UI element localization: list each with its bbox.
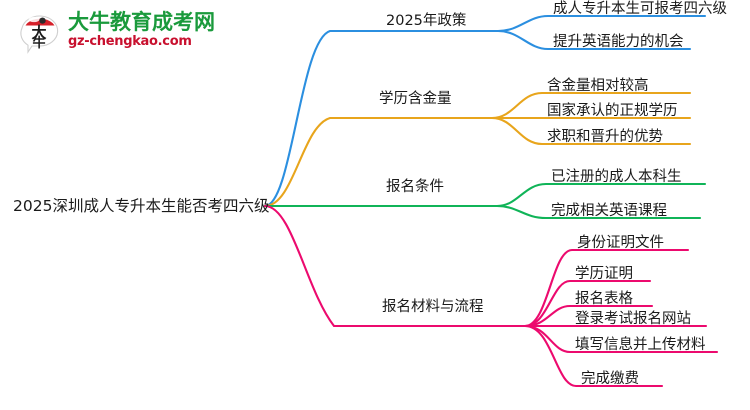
leaf-label-materials-4[interactable]: 登录考试报名网站 xyxy=(575,311,691,327)
branch-connector-materials xyxy=(263,204,719,388)
branch-label-materials-process[interactable]: 报名材料与流程 xyxy=(382,299,484,315)
logo-domain: gz-chengkao.com xyxy=(68,34,192,49)
branch-connector-policy xyxy=(263,14,707,208)
logo-text: 大牛教育成考网 gz-chengkao.com xyxy=(68,10,218,56)
mindmap-root-label[interactable]: 2025深圳成人专升本生能否考四六级 xyxy=(13,197,270,215)
leaf-label-materials-2[interactable]: 学历证明 xyxy=(575,266,633,282)
branch-label-policy[interactable]: 2025年政策 xyxy=(386,13,467,29)
leaf-label-value-3[interactable]: 求职和晋升的优势 xyxy=(547,129,663,145)
leaf-label-materials-3[interactable]: 报名表格 xyxy=(575,291,633,307)
leaf-label-materials-1[interactable]: 身份证明文件 xyxy=(577,235,664,251)
svg-text:牛: 牛 xyxy=(32,35,45,51)
leaf-label-policy-1[interactable]: 成人专升本生可报考四六级 xyxy=(553,1,727,17)
leaf-label-requirements-1[interactable]: 已注册的成人本科生 xyxy=(551,169,682,185)
branch-connector-requirements xyxy=(263,182,707,220)
leaf-label-value-2[interactable]: 国家承认的正规学历 xyxy=(547,103,678,119)
branch-connector-value xyxy=(263,91,692,208)
svg-text:大: 大 xyxy=(31,24,46,42)
site-logo[interactable]: 大 牛 大牛教育成考网 gz-chengkao.com xyxy=(18,8,218,58)
leaf-label-requirements-2[interactable]: 完成相关英语课程 xyxy=(551,203,667,219)
branch-label-requirements[interactable]: 报名条件 xyxy=(386,179,444,195)
leaf-label-materials-5[interactable]: 填写信息并上传材料 xyxy=(575,337,706,353)
leaf-label-materials-6[interactable]: 完成缴费 xyxy=(581,371,639,387)
daniu-bubble-icon: 大 牛 xyxy=(18,10,62,54)
branch-label-degree-value[interactable]: 学历含金量 xyxy=(379,91,452,107)
leaf-label-policy-2[interactable]: 提升英语能力的机会 xyxy=(553,34,684,50)
leaf-label-value-1[interactable]: 含金量相对较高 xyxy=(547,78,649,94)
logo-company-name: 大牛教育成考网 xyxy=(68,10,215,34)
